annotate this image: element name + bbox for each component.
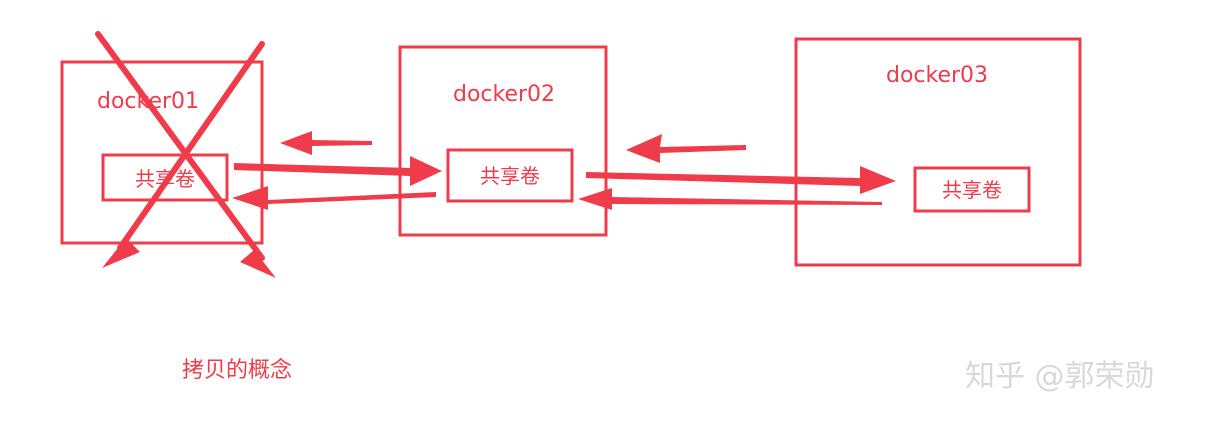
arrow-left-icon (626, 134, 746, 163)
container-box (398, 45, 608, 237)
arrow-down-left-icon (102, 238, 140, 268)
cross-out-mark (95, 31, 276, 278)
arrow-down-right-icon (240, 250, 276, 278)
volume-box (913, 166, 1031, 213)
volume-label: 共享卷 (942, 178, 1002, 202)
container-docker02: docker02 共享卷 (398, 45, 608, 237)
volume-box (101, 153, 229, 202)
arrows-01-02 (232, 131, 442, 210)
volume-box (446, 148, 574, 203)
arrow-left-icon (232, 186, 436, 210)
caption: 拷贝的概念 (182, 358, 292, 383)
arrows-02-03 (578, 134, 896, 210)
watermark: 知乎 @郭荣勋 (965, 359, 1155, 394)
container-label: docker03 (886, 63, 988, 88)
container-docker01: docker01 共享卷 (60, 60, 264, 245)
arrow-left-icon (280, 131, 372, 155)
container-box (794, 37, 1082, 267)
arrow-right-icon (234, 156, 442, 186)
cross-stroke (117, 41, 265, 251)
arrow-right-icon (586, 166, 896, 194)
container-docker03: docker03 共享卷 (794, 37, 1082, 267)
container-box (60, 60, 264, 245)
container-label: docker02 (453, 82, 555, 107)
cross-stroke (95, 31, 265, 261)
volume-label: 共享卷 (480, 164, 540, 188)
arrow-left-icon (578, 188, 882, 210)
